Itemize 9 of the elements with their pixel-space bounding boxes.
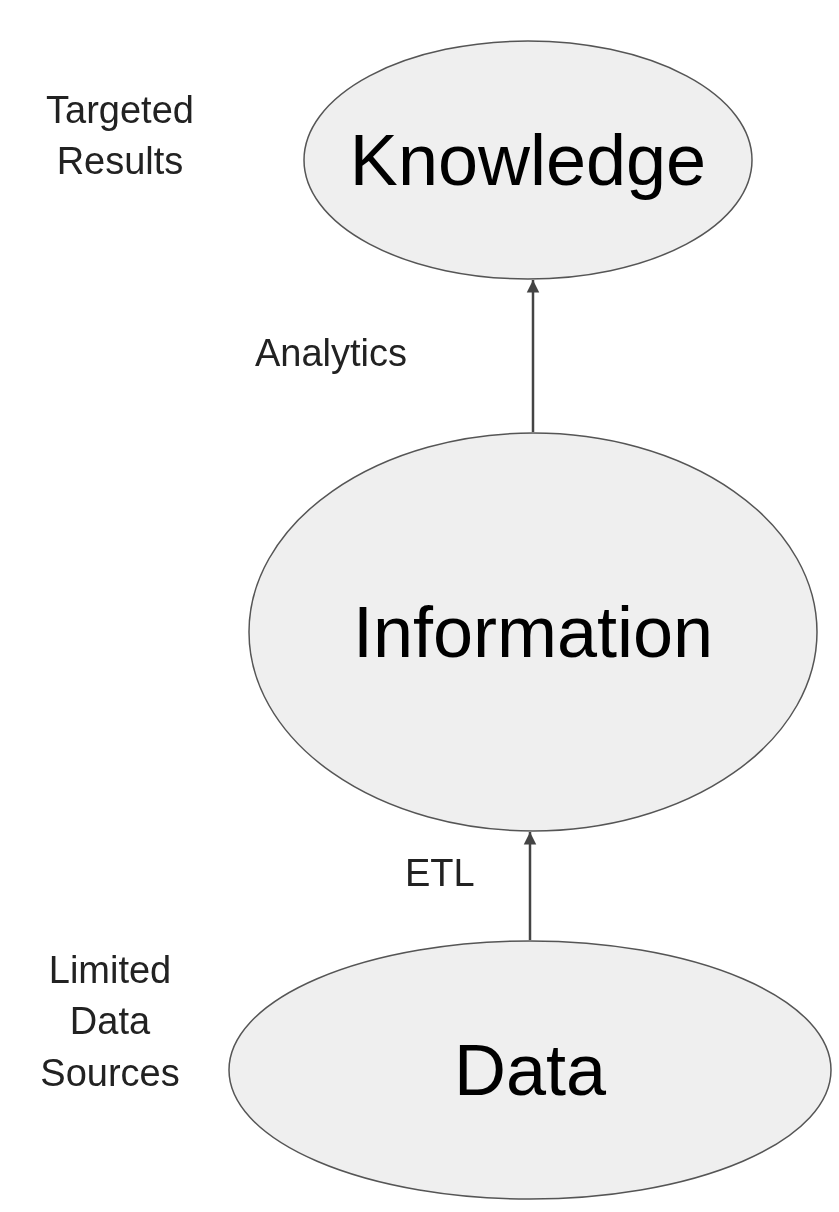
ellipse-node <box>303 40 753 280</box>
node-label: Information <box>352 596 714 668</box>
arrow <box>526 280 540 432</box>
node-label: Data <box>453 1034 607 1106</box>
ellipse-node <box>248 432 818 832</box>
side-note: Targeted Results <box>45 88 195 185</box>
side-note: Limited Data Sources <box>39 948 181 1096</box>
ellipse-node <box>228 940 832 1200</box>
arrow <box>523 832 537 940</box>
